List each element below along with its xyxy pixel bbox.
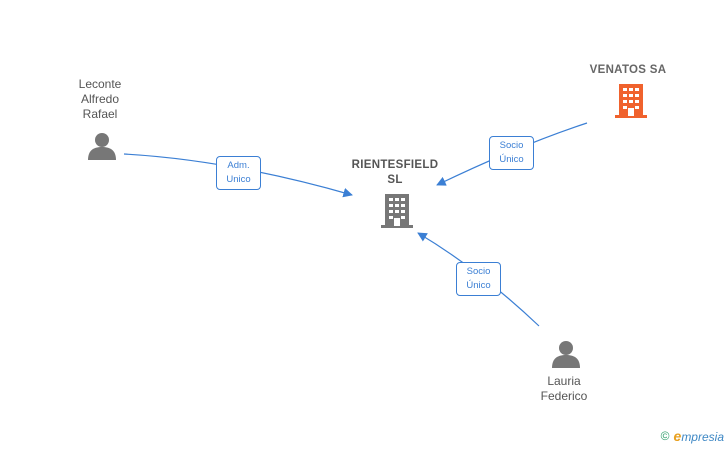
edge-label-socio-unico-lauria[interactable]: Socio Único — [456, 262, 501, 296]
copyright-symbol: © — [660, 429, 670, 443]
edge-label-adm-unico[interactable]: Adm. Unico — [216, 156, 261, 190]
edge-label-line: Socio — [466, 266, 491, 277]
node-label-line: VENATOS SA — [589, 64, 667, 76]
node-label-line: Leconte — [78, 77, 122, 91]
edge-label-line: Socio — [499, 140, 524, 151]
node-label-leconte[interactable]: Leconte Alfredo Rafael — [62, 77, 138, 122]
node-label-line: SL — [387, 174, 403, 186]
edge-label-line: Adm. — [227, 160, 250, 171]
edge-label-line: Unico — [226, 174, 251, 185]
brand-name: mpresia — [681, 430, 724, 444]
person-icon[interactable] — [552, 341, 580, 368]
edge-label-line: Único — [499, 154, 524, 165]
node-label-line: Alfredo — [80, 92, 120, 106]
node-label-line: Lauria — [547, 374, 581, 388]
node-label-venatos[interactable]: VENATOS SA — [570, 63, 686, 78]
brand-logo: empresia — [674, 428, 724, 444]
node-label-line: Federico — [540, 389, 588, 403]
node-label-line: RIENTESFIELD — [351, 159, 439, 171]
building-icon[interactable] — [615, 84, 647, 118]
node-label-rientesfield[interactable]: RIENTESFIELD SL — [340, 158, 450, 188]
brand-initial: e — [673, 428, 682, 444]
edge-label-socio-unico-venatos[interactable]: Socio Único — [489, 136, 534, 170]
node-label-lauria[interactable]: Lauria Federico — [526, 374, 602, 404]
building-icon[interactable] — [381, 194, 413, 228]
brand-footer: © empresia — [661, 428, 724, 444]
person-icon[interactable] — [88, 133, 116, 160]
node-label-line: Rafael — [82, 107, 118, 121]
edge-label-line: Único — [466, 280, 491, 291]
